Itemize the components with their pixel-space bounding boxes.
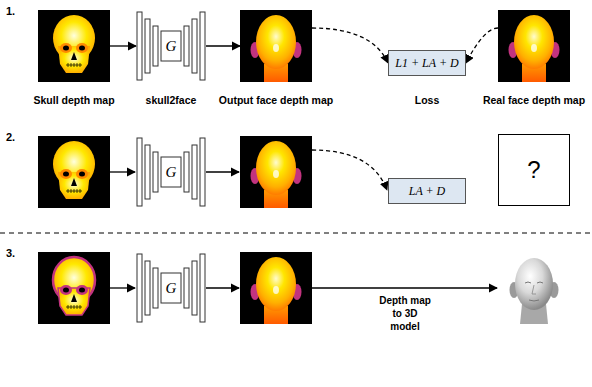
face-depth-image [240, 252, 312, 324]
row-number: 1. [6, 4, 26, 18]
depth-map-art [38, 10, 110, 82]
dashed-arrow [466, 28, 498, 63]
shape-frame [240, 10, 312, 82]
generator-label: G [136, 253, 206, 323]
row-number: 2. [6, 130, 26, 144]
depth-map-art [38, 10, 110, 82]
arrow [110, 45, 136, 46]
loss-box: L1 + LA + D Loss [377, 50, 477, 107]
shape-frame: LA + D [388, 178, 466, 204]
loss-box: LA + D [377, 178, 477, 204]
shape-frame: G [136, 253, 206, 323]
shape-frame [498, 10, 570, 82]
depth-map-image: Real face depth map [480, 10, 588, 107]
shape-frame [38, 10, 110, 82]
depth-map-art [240, 10, 312, 82]
caption: Real face depth map [480, 94, 588, 107]
skull-depth-image [38, 136, 110, 208]
generator-block: Gskull2face [126, 11, 216, 107]
question-mark: ? [499, 135, 569, 204]
loss-formula: LA + D [389, 179, 465, 203]
separator-line [0, 233, 592, 234]
loss-formula: L1 + LA + D [389, 51, 465, 75]
depth-map-art [240, 10, 312, 82]
arrow [312, 287, 497, 288]
depth-map-image: Output face depth map [211, 10, 341, 107]
arrow [110, 287, 135, 288]
generator-label: G [136, 11, 206, 81]
head-3d-model [498, 252, 570, 324]
arrow [110, 171, 135, 172]
encoder-decoder-art [137, 12, 205, 80]
unknown-target-box: ? [480, 134, 588, 206]
row-number: 3. [6, 246, 26, 260]
generator-block: G [126, 137, 216, 207]
skull-depth-image [38, 252, 110, 324]
generator-block: G [126, 253, 216, 323]
depth-map-art [498, 10, 570, 82]
caption: Skull depth map [24, 94, 124, 107]
encoder-decoder-art [137, 138, 205, 206]
shape-frame: G [136, 137, 206, 207]
shape-frame: L1 + LA + D [388, 50, 466, 76]
shape-frame: G [136, 11, 206, 81]
caption: Loss [377, 94, 477, 107]
depth-map-image: Skull depth map [24, 10, 124, 107]
dashed-arrow [312, 28, 388, 63]
dashed-arrow [312, 150, 387, 190]
caption: Output face depth map [211, 94, 341, 107]
arrow [206, 45, 240, 46]
face-depth-image [240, 136, 312, 208]
shape-frame: ? [498, 134, 570, 206]
arrow [206, 171, 239, 172]
depth-map-art [498, 10, 570, 82]
generator-label: G [136, 137, 206, 207]
arrow-label: Depth map to 3D model [378, 294, 432, 333]
caption: skull2face [126, 94, 216, 107]
arrow [206, 287, 239, 288]
encoder-decoder-art [137, 254, 205, 322]
